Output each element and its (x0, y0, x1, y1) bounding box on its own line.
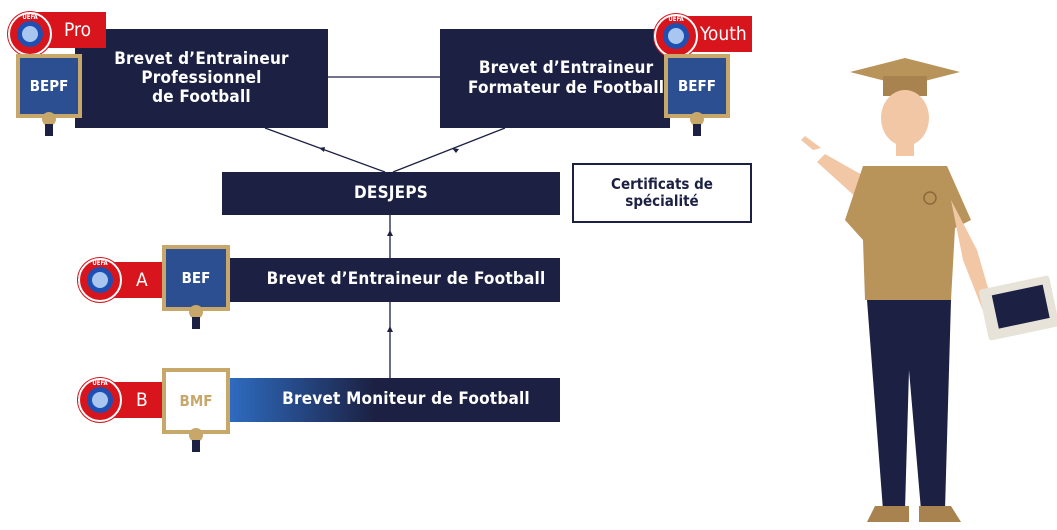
bmf-title-box: Brevet Moniteur de Football (222, 378, 560, 422)
a-tag-label: A (136, 269, 148, 291)
bepf-title-line-2: Professionnel (141, 67, 262, 88)
uefa-logo-icon: UEFA (78, 258, 122, 302)
desjeps-box: DESJEPS (222, 172, 560, 215)
beff-diploma-label: BEFF (668, 58, 726, 114)
bepf-diploma-label: BEPF (20, 58, 78, 114)
bepf-title-box: Brevet d’Entraineur Professionnel de Foo… (75, 29, 328, 128)
bef-diploma-label: BEF (166, 249, 226, 307)
beff-title-box: Brevet d’Entraineur Formateur de Footbal… (440, 29, 670, 128)
uefa-logo-icon: UEFA (654, 14, 698, 58)
uefa-logo-text: UEFA (668, 16, 684, 23)
bmf-diploma-label: BMF (166, 372, 226, 430)
beff-title-line-1: Brevet d’Entraineur (478, 58, 654, 79)
certificats-line-2: spécialité (625, 192, 699, 210)
coach-character-icon (801, 58, 1057, 522)
desjeps-label: DESJEPS (354, 182, 428, 203)
beff-title-line-2: Formateur de Football (468, 77, 665, 98)
bmf-diploma-icon: BMF (162, 368, 230, 452)
certificats-box: Certificats de spécialité (572, 163, 752, 223)
bmf-title-label: Brevet Moniteur de Football (282, 389, 530, 410)
bepf-diploma-icon: BEPF (16, 54, 82, 136)
uefa-logo-icon: UEFA (8, 12, 52, 56)
bef-diploma-icon: BEF (162, 245, 230, 329)
bef-title-label: Brevet d’Entraineur de Football (266, 269, 546, 290)
bef-title-box: Brevet d’Entraineur de Football (222, 258, 560, 302)
uefa-logo-text: UEFA (92, 380, 108, 387)
b-tag-label: B (136, 389, 148, 411)
uefa-logo-text: UEFA (22, 14, 38, 21)
youth-tag-label: Youth (700, 23, 747, 45)
bepf-title-line-3: de Football (152, 87, 251, 108)
beff-diploma-icon: BEFF (664, 54, 730, 136)
pro-tag-label: Pro (64, 19, 92, 41)
bepf-title-line-1: Brevet d’Entraineur (114, 48, 289, 69)
certificats-line-1: Certificats de (611, 174, 713, 193)
uefa-logo-icon: UEFA (78, 378, 122, 422)
uefa-logo-text: UEFA (92, 260, 108, 267)
